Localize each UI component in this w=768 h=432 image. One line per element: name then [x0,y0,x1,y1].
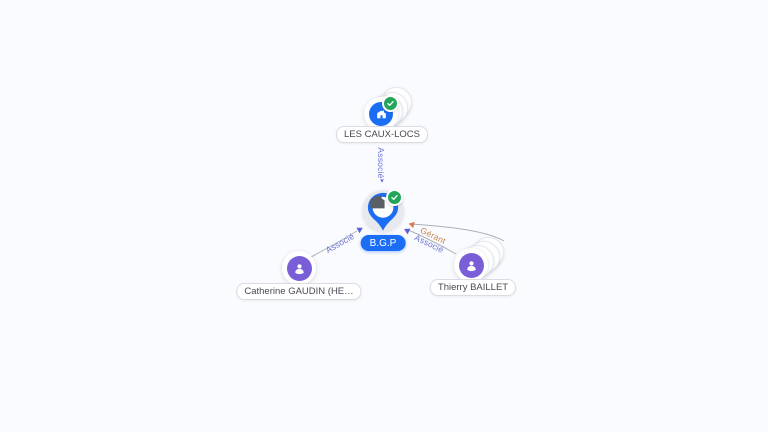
person-avatar[interactable] [454,248,488,282]
edge-catherine-bgp [310,230,358,258]
node-label-thierry-baillet[interactable]: Thierry BAILLET [429,279,517,296]
building-icon [376,109,386,118]
node-label-bgp[interactable]: B.G.P [360,235,406,251]
arrowhead-associe-top [378,177,386,183]
verified-check-icon [382,95,399,112]
arrowhead-associe-left [356,227,363,234]
edge-thierry-bgp-gerant [408,223,505,242]
verified-check-icon [386,189,403,206]
node-label-catherine-gaudin[interactable]: Catherine GAUDIN (HE… [236,283,362,300]
arrowhead-associe-right [404,228,411,235]
arrowhead-gerant-right [408,221,415,229]
edge-thierry-bgp-associe [405,228,457,255]
building-icon [370,195,385,209]
person-icon [466,260,476,271]
person-avatar[interactable] [282,251,316,285]
person-icon [294,263,304,274]
node-label-les-caux-locs[interactable]: LES CAUX-LOCS [335,126,429,143]
